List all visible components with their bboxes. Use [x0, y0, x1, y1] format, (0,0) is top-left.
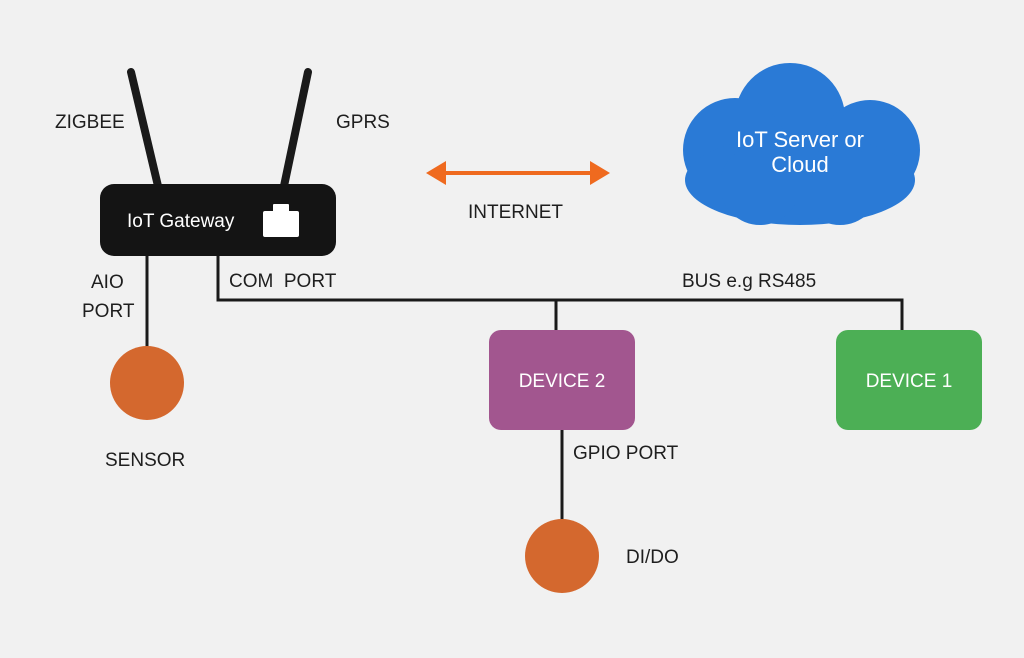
cloud-label-line1: IoT Server or [736, 127, 864, 152]
aio-port-label-line2: PORT [82, 301, 135, 322]
aio-port-label-line1: AIO [91, 272, 124, 293]
gpio-port-label: GPIO PORT [573, 443, 679, 464]
antenna-right [280, 68, 312, 190]
gprs-label: GPRS [336, 112, 390, 133]
antenna-left [127, 68, 162, 190]
sensor-label: SENSOR [105, 450, 185, 471]
device-2[interactable] [489, 330, 635, 430]
device-1-label: DEVICE 1 [866, 371, 953, 392]
internet-arrow [426, 161, 610, 185]
device-1[interactable] [836, 330, 982, 430]
iot-gateway[interactable] [100, 184, 336, 256]
internet-label: INTERNET [468, 202, 563, 223]
sensor-node[interactable] [110, 346, 184, 420]
dido-node[interactable] [525, 519, 599, 593]
device-2-label: DEVICE 2 [519, 371, 606, 392]
zigbee-label: ZIGBEE [55, 112, 125, 133]
bus-label: BUS e.g RS485 [682, 271, 816, 292]
dido-label: DI/DO [626, 547, 679, 568]
cloud-label-line2: Cloud [771, 152, 828, 177]
iot-cloud[interactable] [683, 63, 920, 225]
iot-gateway-label: IoT Gateway [127, 211, 235, 232]
ethernet-port-icon [263, 204, 299, 237]
bus-line [216, 256, 904, 330]
com-port-label: COM PORT [229, 271, 337, 292]
